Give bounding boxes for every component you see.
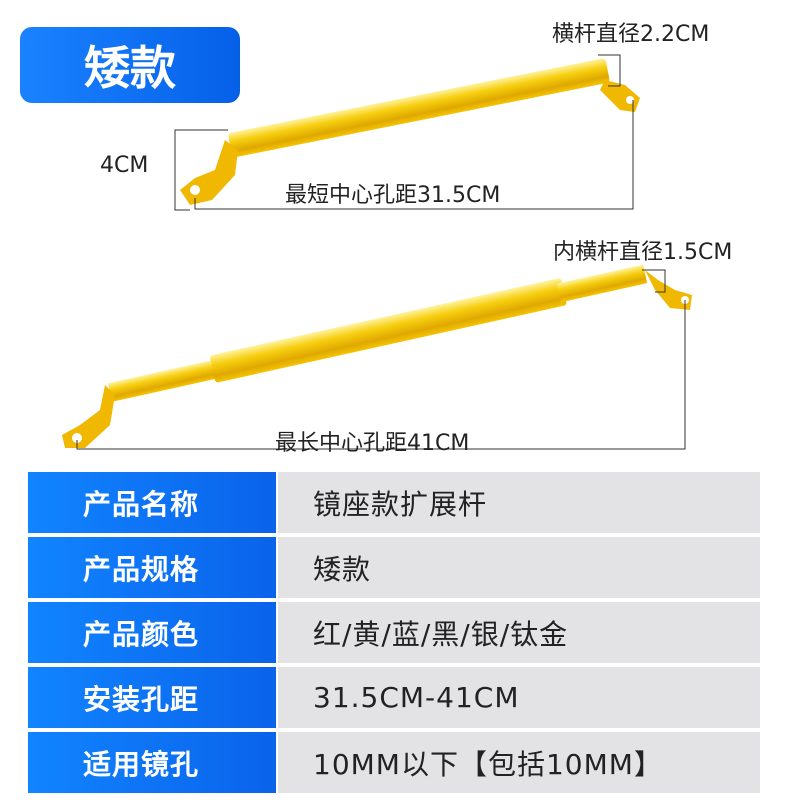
height-label: 4CM: [100, 153, 149, 178]
short-rod: [180, 58, 640, 205]
spec-label: 产品名称: [28, 472, 276, 533]
spec-label: 产品规格: [28, 537, 276, 598]
spec-label: 适用镜孔: [28, 732, 276, 793]
spec-value: 10MM以下【包括10MM】: [278, 732, 760, 793]
table-row: 产品规格矮款: [28, 537, 760, 598]
spec-label: 安装孔距: [28, 667, 276, 728]
spec-value: 矮款: [278, 537, 760, 598]
product-illustration: [62, 54, 692, 450]
min-distance-label: 最短中心孔距31.5CM: [285, 183, 501, 208]
spec-value: 镜座款扩展杆: [278, 472, 760, 533]
max-distance-label: 最长中心孔距41CM: [275, 431, 470, 456]
left-bracket: [180, 140, 238, 205]
dimension-lines: [76, 54, 686, 450]
spec-value: 红/黄/蓝/黑/银/钛金: [278, 602, 760, 663]
table-row: 产品颜色红/黄/蓝/黑/银/钛金: [28, 602, 760, 663]
table-row: 产品名称镜座款扩展杆: [28, 472, 760, 533]
spec-value: 31.5CM-41CM: [278, 667, 760, 728]
spec-label: 产品颜色: [28, 602, 276, 663]
long-rod: [62, 264, 692, 448]
inner-diameter-label: 内横杆直径1.5CM: [553, 240, 733, 265]
style-badge: 矮款: [20, 27, 240, 103]
top-diameter-label: 横杆直径2.2CM: [552, 22, 710, 47]
